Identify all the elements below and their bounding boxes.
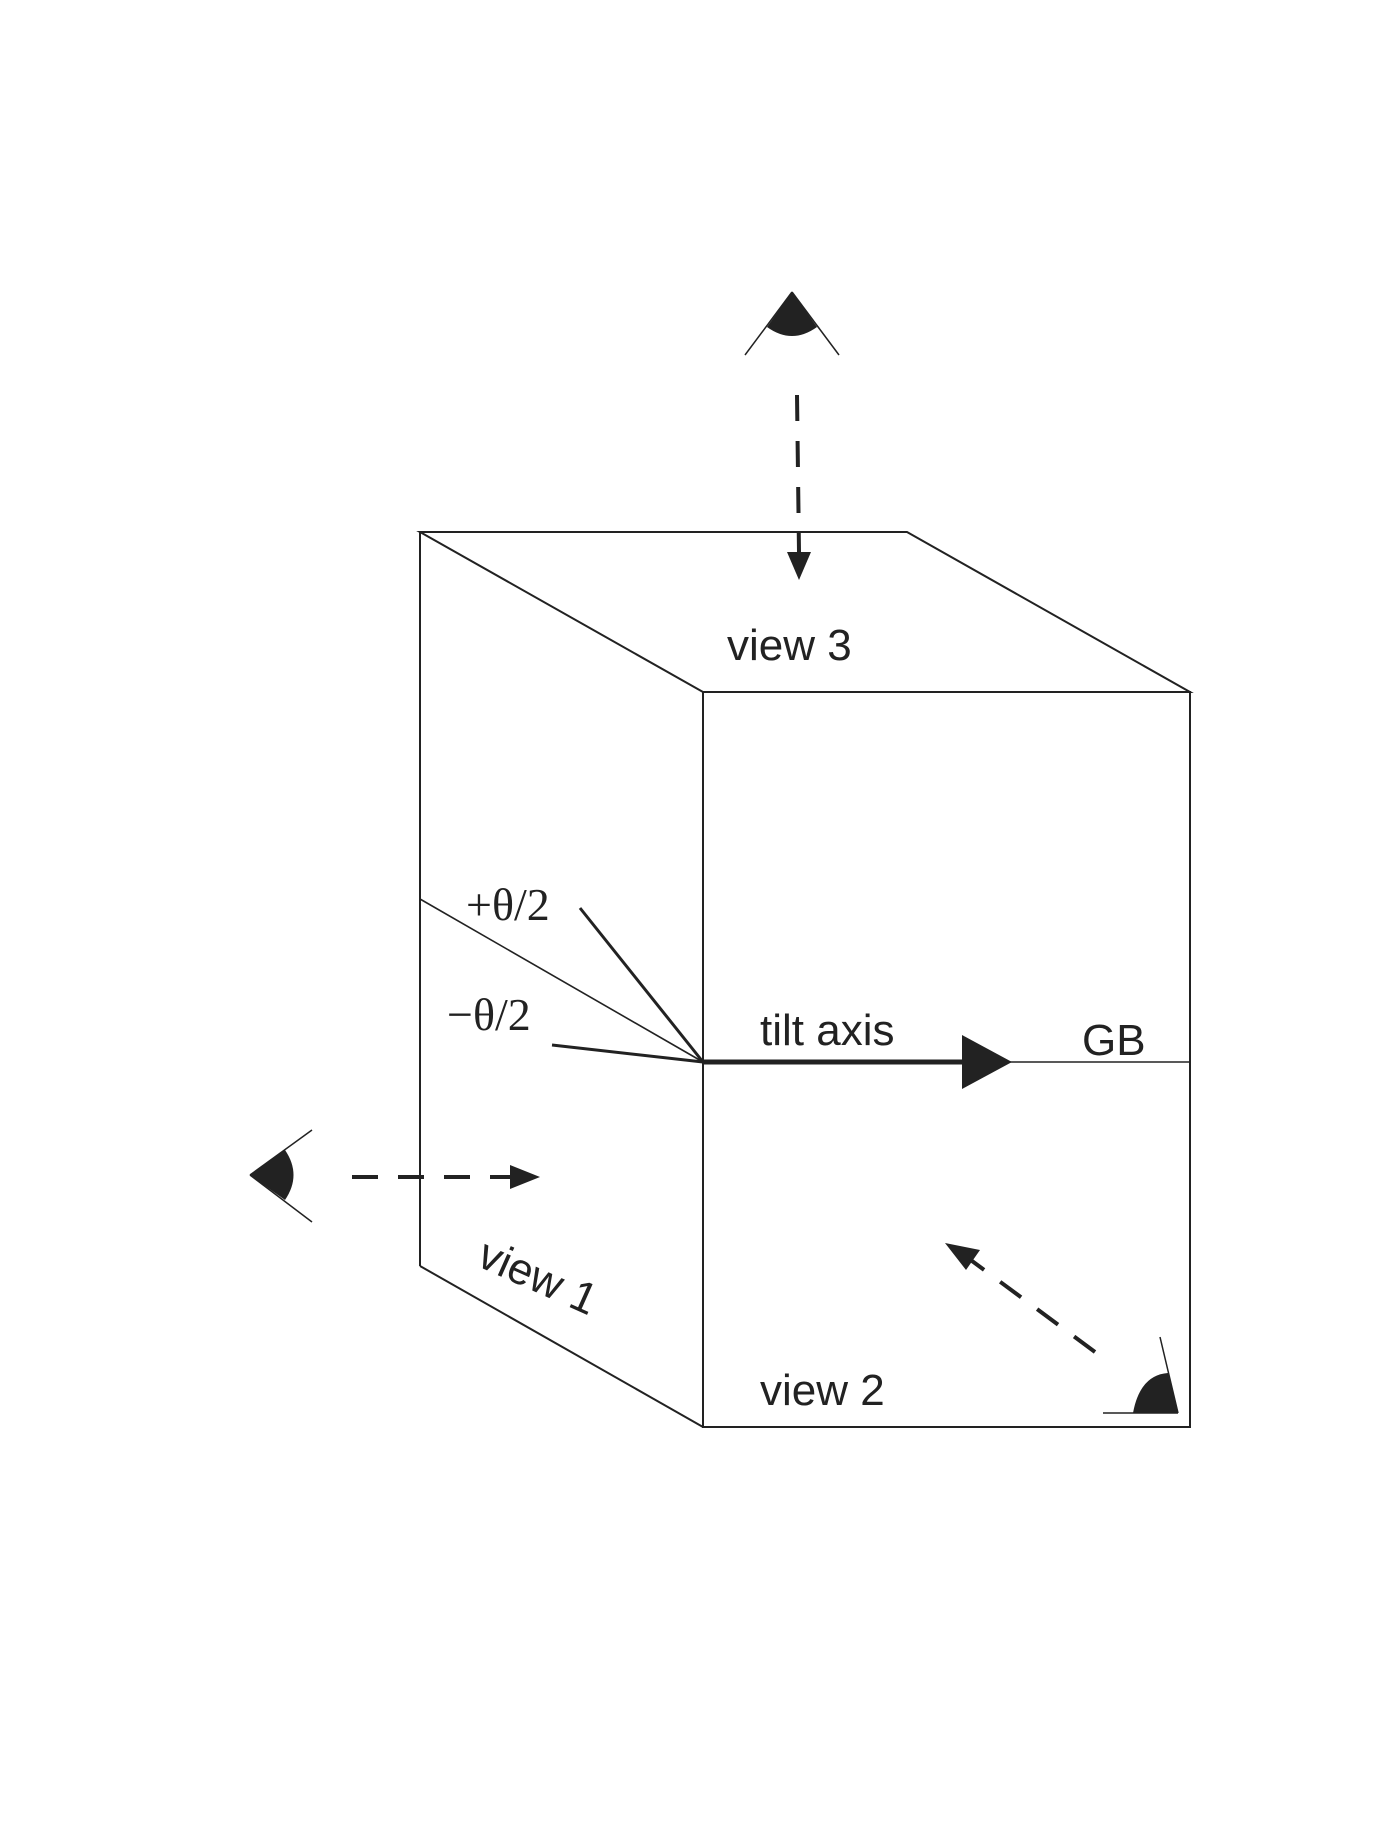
view1-arrowhead	[510, 1165, 540, 1189]
view1-label: view 1	[471, 1229, 605, 1324]
minus-theta-line	[551, 1043, 704, 1064]
observer-view2	[945, 1243, 1179, 1414]
plus-theta-label: +θ/2	[466, 879, 550, 930]
view3-label: view 3	[727, 621, 852, 670]
tilt-axis-label: tilt axis	[760, 1006, 894, 1055]
view2-label: view 2	[760, 1366, 885, 1415]
observer-view1	[249, 1129, 540, 1223]
eye-icon	[249, 1129, 313, 1223]
tilt-axis-arrow	[703, 1035, 1012, 1089]
view2-arrowhead	[945, 1243, 980, 1270]
plus-theta-line	[578, 907, 705, 1063]
gb-left-face-line	[419, 898, 704, 1063]
gb-label: GB	[1082, 1016, 1146, 1065]
eye-icon	[1103, 1336, 1179, 1414]
view3-arrowhead	[787, 552, 811, 580]
view3-dashed-line	[795, 394, 801, 553]
eye-icon	[744, 291, 840, 356]
tilt-axis-arrowhead	[962, 1035, 1012, 1089]
cube-bottom-left-edge	[419, 1265, 704, 1428]
grain-boundary-lines	[419, 898, 1190, 1064]
observer-view3	[744, 291, 840, 580]
minus-theta-label: −θ/2	[447, 989, 531, 1040]
view2-dashed-line	[966, 1256, 1097, 1354]
